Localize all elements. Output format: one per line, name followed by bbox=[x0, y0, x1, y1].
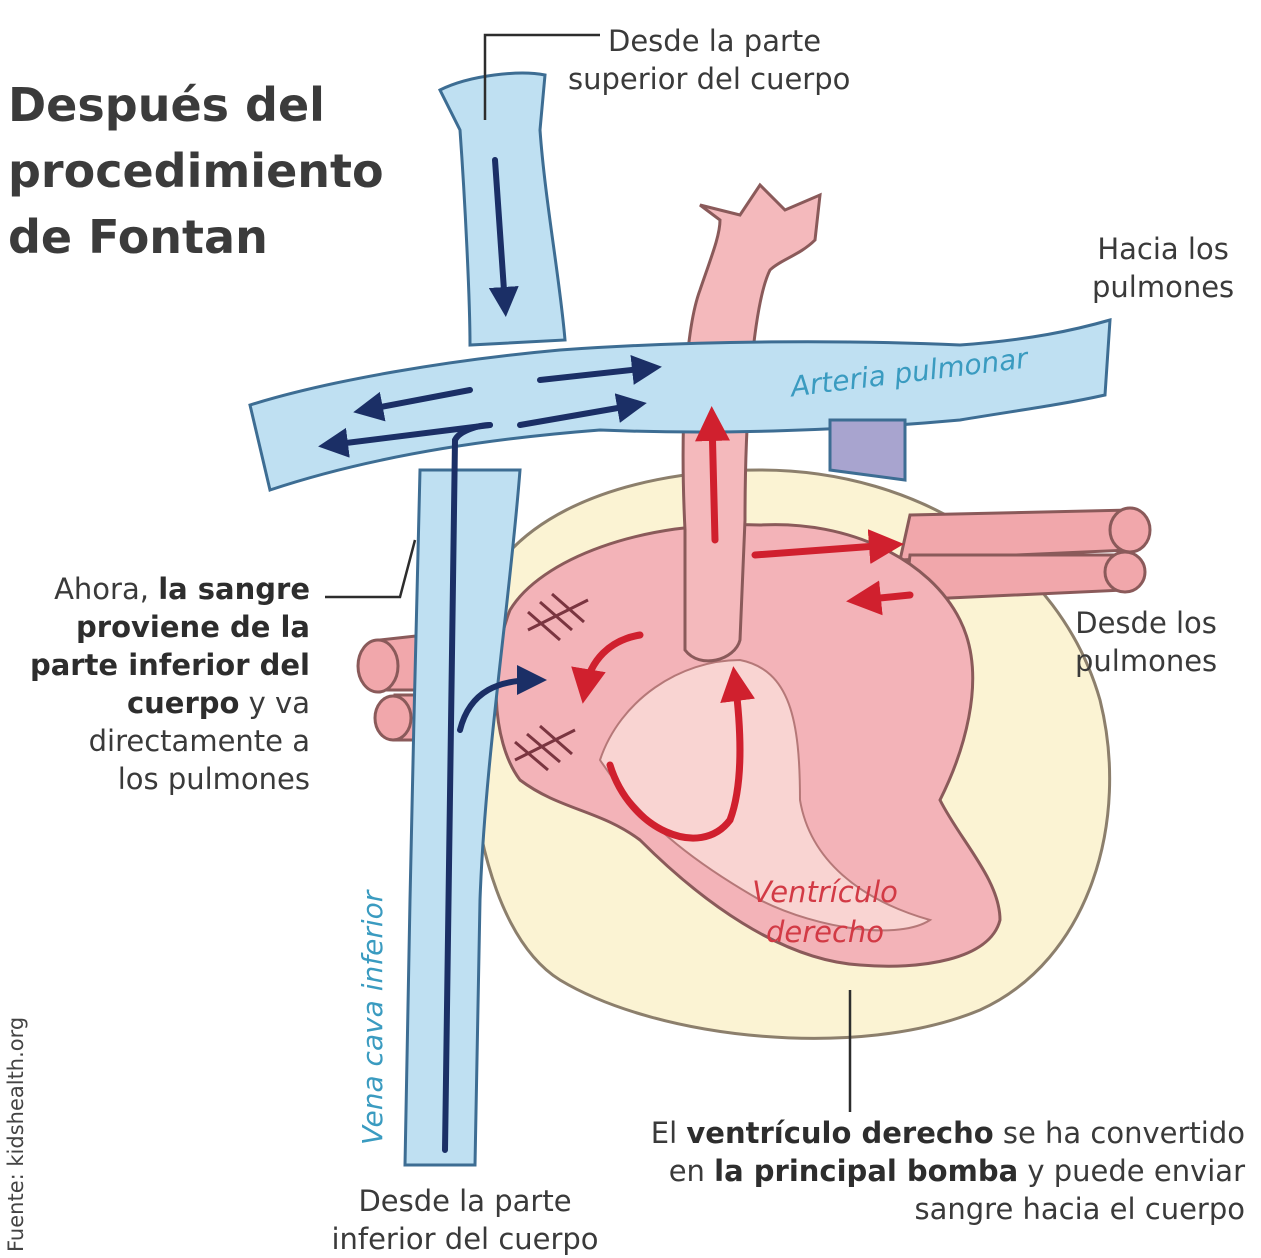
label-line: Desde la parte bbox=[608, 24, 822, 58]
suture-marks bbox=[514, 592, 589, 772]
label-line: derecho bbox=[765, 915, 885, 949]
leader-lines bbox=[325, 33, 852, 1112]
inferior-vena-cava bbox=[403, 468, 522, 1167]
label-line: Ventrículo bbox=[752, 875, 898, 909]
label-line: inferior del cuerpo bbox=[331, 1222, 599, 1256]
superior-vena-cava bbox=[437, 71, 567, 347]
note-bold: la principal bomba bbox=[714, 1154, 1019, 1188]
label-to-lungs: Hacia los pulmones bbox=[1092, 230, 1234, 306]
note-text: en bbox=[668, 1154, 715, 1188]
label-right-ventricle: Ventrículo derecho bbox=[735, 872, 915, 952]
note-text: El bbox=[650, 1116, 687, 1150]
blue-flow-arrows bbox=[318, 157, 662, 1153]
note-text: los pulmones bbox=[117, 762, 310, 796]
note-text: se ha convertido bbox=[993, 1116, 1245, 1150]
note-ventricle: El ventrículo derecho se ha convertido e… bbox=[560, 1114, 1245, 1228]
label-line: superior del cuerpo bbox=[568, 62, 851, 96]
note-bold: parte inferior del bbox=[29, 648, 310, 682]
red-flow-arrows bbox=[571, 406, 914, 842]
note-bold: ventrículo derecho bbox=[686, 1116, 994, 1150]
note-text: sangre hacia el cuerpo bbox=[914, 1192, 1245, 1226]
note-text: directamente a bbox=[88, 724, 310, 758]
diagram-title: Después del procedimiento de Fontan bbox=[8, 72, 384, 270]
label-line: Desde la parte bbox=[358, 1184, 572, 1218]
label-lower-body: Desde la parte inferior del cuerpo bbox=[300, 1182, 630, 1258]
label-from-lungs: Desde los pulmones bbox=[1075, 604, 1217, 680]
label-line: pulmones bbox=[1075, 644, 1218, 678]
title-line: Después del bbox=[8, 78, 325, 132]
note-text: y puede enviar bbox=[1018, 1154, 1245, 1188]
label-line: Desde los bbox=[1075, 606, 1217, 640]
label-inferior-vena-cava: Vena cava inferior bbox=[356, 890, 389, 1145]
note-text: y va bbox=[239, 686, 310, 720]
pulmonary-artery bbox=[248, 317, 1112, 492]
heart-inner bbox=[598, 658, 933, 932]
title-line: de Fontan bbox=[8, 210, 268, 264]
note-bold: cuerpo bbox=[126, 686, 240, 720]
label-line: Hacia los bbox=[1097, 232, 1229, 266]
note-text: Ahora, bbox=[54, 572, 159, 606]
note-bold: proviene de la bbox=[76, 610, 310, 644]
note-bold: la sangre bbox=[158, 572, 310, 606]
title-line: procedimiento bbox=[8, 144, 384, 198]
source-credit: Fuente: kidshealth.org bbox=[4, 1016, 28, 1252]
note-blood-flow: Ahora, la sangre proviene de la parte in… bbox=[10, 570, 310, 798]
label-line: pulmones bbox=[1092, 270, 1235, 304]
label-upper-body: Desde la parte superior del cuerpo bbox=[568, 22, 850, 98]
